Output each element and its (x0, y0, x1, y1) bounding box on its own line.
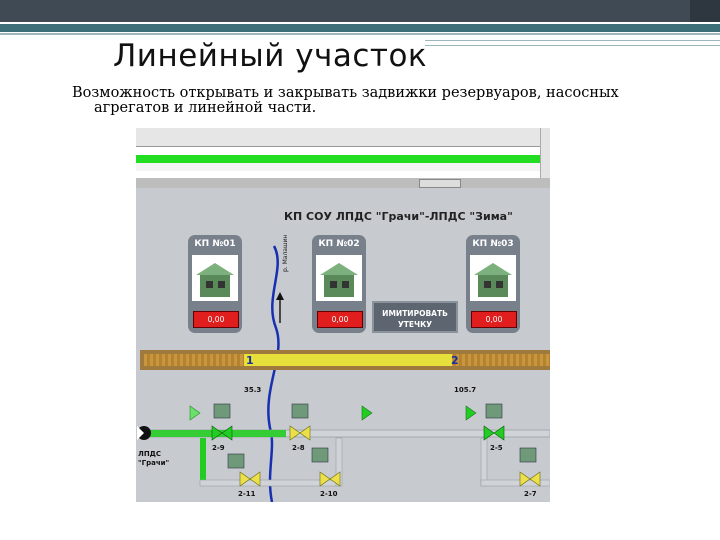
valve-label[interactable]: 2-5 (490, 444, 503, 452)
header-stripe (0, 24, 720, 32)
valve-icon (483, 403, 505, 441)
valve-label[interactable]: 2-9 (212, 444, 225, 452)
building-icon (470, 255, 516, 301)
kp-value: 0,00 (317, 311, 363, 328)
top-bar-corner (690, 0, 720, 22)
scada-diagram (137, 245, 550, 502)
kp-name: КП №02 (318, 239, 360, 249)
top-bar (0, 0, 720, 22)
pipeline-branch-vertical (335, 437, 343, 487)
valve-label[interactable]: 2-11 (238, 490, 256, 498)
valve-icon (211, 403, 233, 441)
flag-icon (189, 405, 201, 421)
kp-name: КП №03 (472, 239, 514, 249)
station-label: ЛПДС "Грачи" (138, 450, 169, 468)
description-line-2: агрегатов и линейной части. (94, 100, 317, 116)
station-pump-icon-arrow (137, 426, 144, 440)
distance-label: 105.7 (454, 386, 477, 394)
slide-description: Возможность открывать и закрывать задвиж… (72, 86, 632, 116)
flag-icon (465, 405, 477, 421)
valve-icon (227, 453, 261, 487)
event-log-header (136, 128, 540, 147)
building-icon (192, 255, 238, 301)
kp-value: 0,00 (193, 311, 239, 328)
scada-header: КП СОУ ЛПДС "Грачи"-ЛПДС "Зима" (284, 210, 513, 223)
valve-icon (519, 447, 541, 487)
flag-icon (361, 405, 373, 421)
station-line2: "Грачи" (138, 459, 170, 467)
imitate-leak-line1: ИМИТИРОВАТЬ (382, 309, 448, 318)
river-label: р. Малашин (282, 234, 289, 272)
kp-name: КП №01 (194, 239, 236, 249)
distance-label: 35.3 (244, 386, 262, 394)
slide-title: Линейный участок (113, 38, 428, 74)
pipeline-branch (199, 479, 341, 487)
kp-panel-2[interactable]: КП №02 0,00 (312, 235, 366, 333)
pipeline-branch-right (480, 479, 550, 487)
status-field (419, 179, 461, 188)
table-row (136, 163, 540, 171)
building-icon (316, 255, 362, 301)
river-line (267, 245, 280, 502)
valve-label[interactable]: 2-10 (320, 490, 338, 498)
imitate-leak-button[interactable]: ИМИТИРОВАТЬ УТЕЧКУ (372, 301, 458, 333)
marker-1: 1 (246, 354, 254, 367)
scrollbar[interactable] (540, 128, 550, 178)
imitate-leak-line2: УТЕЧКУ (398, 320, 432, 329)
pipeline-branch-active (200, 438, 206, 486)
valve-label[interactable]: 2-8 (292, 444, 305, 452)
table-row (136, 147, 540, 155)
flow-arrow-head (276, 292, 284, 300)
kp-panel-1[interactable]: КП №01 0,00 (188, 235, 242, 333)
scada-screenshot: КП СОУ ЛПДС "Грачи"-ЛПДС "Зима" (136, 128, 550, 502)
pipeline-highlight[interactable] (244, 354, 452, 366)
valve-icon (311, 447, 341, 487)
valve-label[interactable]: 2-7 (524, 490, 537, 498)
kp-panel-3[interactable]: КП №03 0,00 (466, 235, 520, 333)
kp-value: 0,00 (471, 311, 517, 328)
table-row (136, 155, 540, 163)
marker-2: 2 (451, 354, 459, 367)
event-log (136, 128, 550, 178)
header-stripe-thin (0, 33, 720, 35)
station-line1: ЛПДС (138, 450, 162, 458)
title-rule (425, 40, 720, 46)
top-bar-dark (0, 0, 720, 22)
valve-icon (289, 403, 311, 441)
pipeline-branch-vertical-right (480, 437, 488, 487)
status-strip (136, 178, 550, 188)
description-line-1: Возможность открывать и закрывать задвиж… (72, 85, 619, 101)
